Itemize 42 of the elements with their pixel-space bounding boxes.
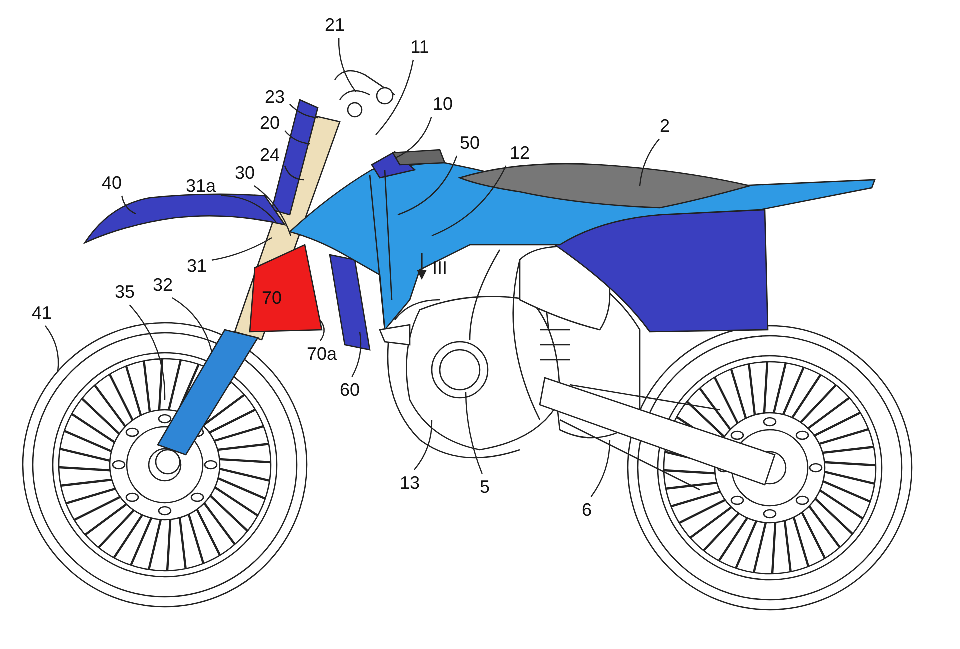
callout-number: 21	[322, 14, 348, 36]
leader-line	[212, 237, 272, 261]
leader-line	[396, 116, 432, 159]
leader-line	[254, 186, 292, 236]
callout-number: 70a	[304, 343, 340, 365]
leader-line	[338, 38, 356, 92]
leader-line	[221, 195, 276, 222]
callout-number: 50	[457, 132, 483, 154]
callout-number: 24	[257, 144, 283, 166]
side-cover-panel	[248, 243, 325, 335]
callout-number: 41	[29, 302, 55, 324]
callout-number: 32	[150, 274, 176, 296]
leader-line	[45, 326, 60, 372]
callout-number: 11	[407, 36, 433, 58]
leader-line	[122, 196, 136, 215]
callout-number: 12	[507, 142, 533, 164]
callout-number: 70	[262, 287, 282, 309]
callout-number: 13	[397, 472, 423, 494]
callout-number: 31	[184, 255, 210, 277]
callout-number: 30	[232, 162, 258, 184]
leader-line	[129, 304, 166, 400]
leader-line	[398, 156, 458, 216]
leader-line	[284, 166, 304, 181]
callout-number: 6	[580, 499, 594, 521]
leader-line	[432, 166, 507, 237]
callout-number: 20	[257, 112, 283, 134]
leader-line	[352, 332, 362, 378]
callout-number: 31a	[182, 175, 220, 197]
callout-number: 35	[112, 281, 138, 303]
callout-number: 60	[337, 379, 363, 401]
leader-line	[172, 298, 213, 352]
leader-line	[465, 392, 483, 474]
leader-line	[590, 440, 611, 498]
callout-number: 40	[99, 172, 125, 194]
callout-number: 2	[658, 115, 672, 137]
callout-number: 23	[262, 86, 288, 108]
callout-number: 10	[430, 93, 456, 115]
leader-line	[414, 420, 433, 470]
leader-line	[639, 138, 660, 186]
leader-line	[376, 60, 414, 136]
callout-number: 5	[478, 476, 492, 498]
section-label: III	[431, 257, 448, 279]
